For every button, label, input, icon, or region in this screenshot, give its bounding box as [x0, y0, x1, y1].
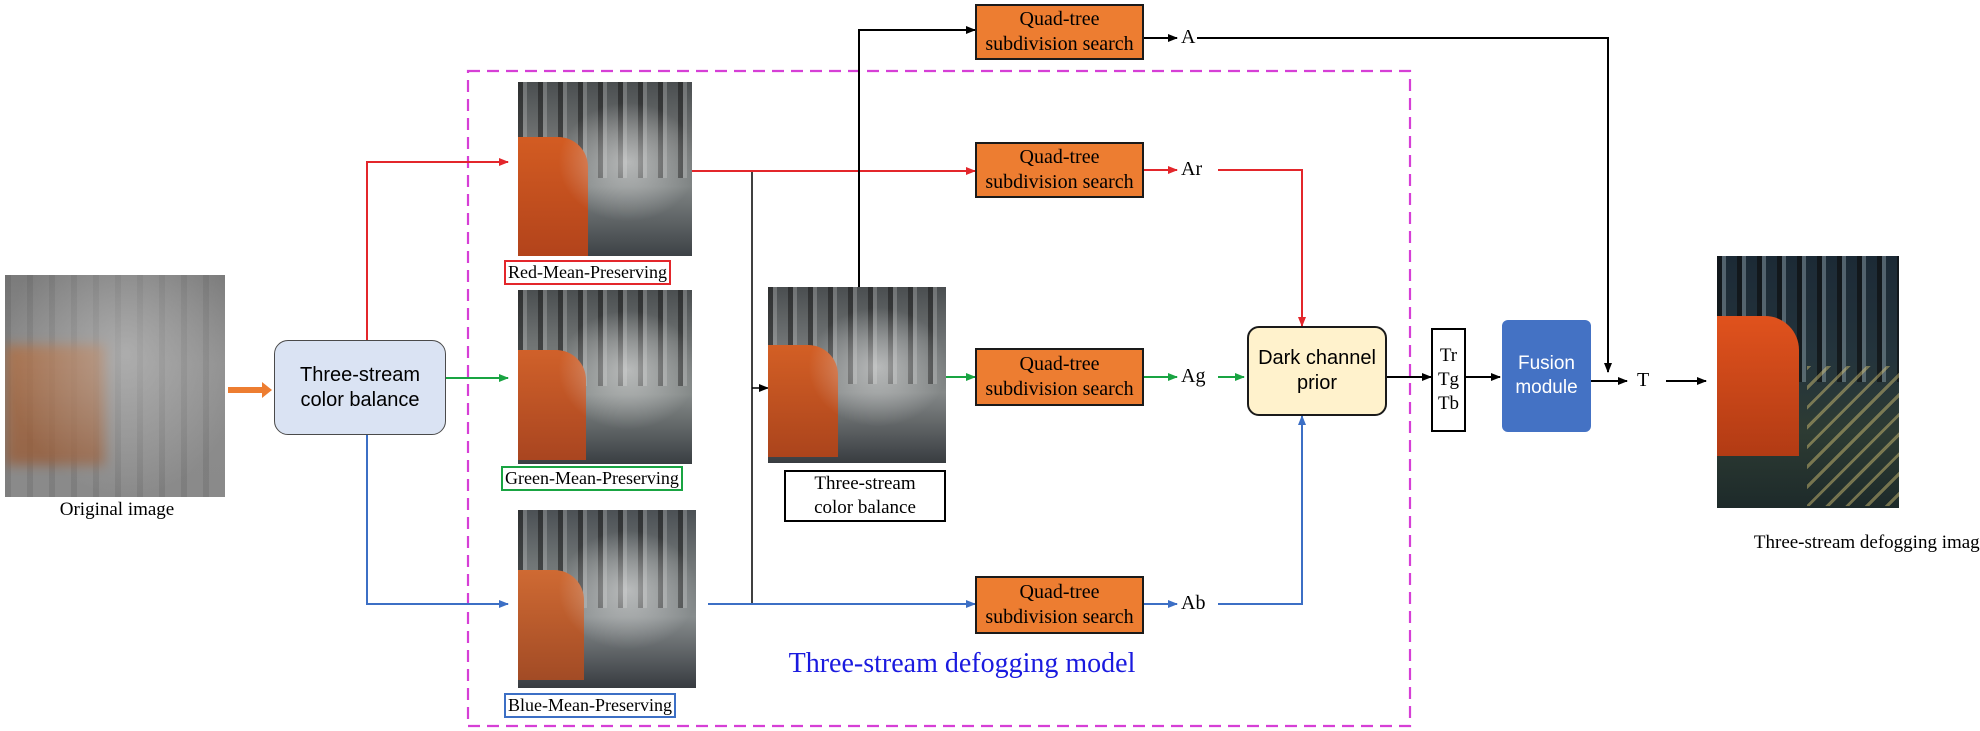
- red-stream-image: [518, 82, 692, 256]
- middle-to-quadtree-a: [858, 26, 976, 287]
- green-stream-image: [518, 290, 692, 464]
- original-image: [5, 275, 225, 497]
- a-to-t: [1197, 37, 1612, 373]
- ab-to-dcp: [1218, 415, 1306, 605]
- blue-stream-label: Blue-Mean-Preserving: [504, 693, 676, 718]
- output-a: A: [1181, 26, 1196, 48]
- blue-stream-image: [518, 510, 696, 688]
- input-arrow-head: [262, 382, 272, 398]
- tr-label: Tr: [1439, 345, 1458, 367]
- tb-label: Tb: [1437, 392, 1460, 414]
- red-stream-label: Red-Mean-Preserving: [504, 260, 671, 285]
- defogging-model-title: Three-stream defogging model: [788, 648, 1136, 679]
- ar-to-dcp: [1218, 169, 1306, 327]
- result-image-label: Three-stream defogging image: [1753, 532, 1980, 553]
- blue-branch-line: [366, 435, 509, 608]
- red-branch-line: [366, 158, 509, 340]
- output-ag: Ag: [1181, 365, 1206, 387]
- result-image: [1717, 256, 1899, 508]
- color-balance-box: Three-stream color balance: [274, 340, 446, 435]
- quadtree-box-a: Quad-tree subdivision search: [975, 4, 1144, 60]
- output-ab: Ab: [1181, 592, 1206, 614]
- quadtree-box-ar: Quad-tree subdivision search: [975, 142, 1144, 198]
- green-stream-label: Green-Mean-Preserving: [501, 466, 683, 491]
- tg-label: Tg: [1437, 369, 1460, 391]
- middle-balance-label: Three-stream color balance: [784, 470, 946, 522]
- fusion-module-box: Fusion module: [1502, 320, 1591, 432]
- transmission-maps-box: Tr Tg Tb: [1431, 328, 1466, 432]
- middle-balance-image: [768, 287, 946, 463]
- original-image-label: Original image: [59, 499, 175, 520]
- t-label: T: [1637, 369, 1650, 391]
- quadtree-box-ab: Quad-tree subdivision search: [975, 576, 1144, 634]
- dark-channel-prior-box: Dark channel prior: [1247, 326, 1387, 416]
- output-ar: Ar: [1181, 158, 1203, 180]
- quadtree-box-ag: Quad-tree subdivision search: [975, 348, 1144, 406]
